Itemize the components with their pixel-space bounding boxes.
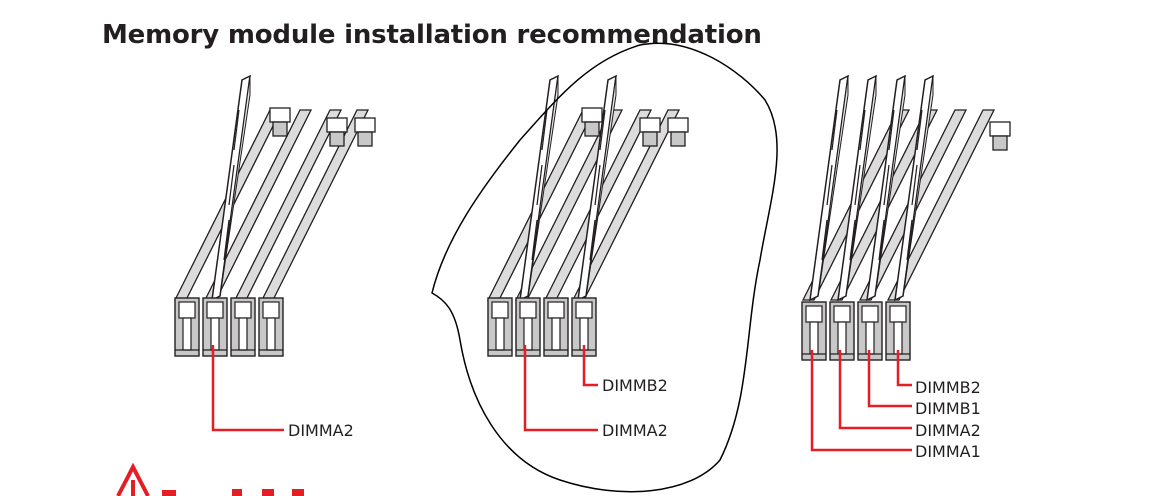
config-four-dimm: DIMMB2 DIMMB1 DIMMA2 DIMMA1	[801, 75, 1011, 461]
leader-line	[867, 350, 912, 408]
slot-label: DIMMA1	[915, 442, 981, 461]
cut-off-heading-fragment	[162, 489, 304, 496]
slot-label: DIMMA2	[915, 421, 981, 440]
page-title: Memory module installation recommendatio…	[102, 20, 762, 50]
leader-line	[896, 350, 912, 387]
leader-line	[523, 345, 598, 432]
config-two-dimm: DIMMB2 DIMMA2	[487, 75, 689, 440]
slot-label: DIMMB2	[602, 376, 668, 395]
slot-label: DIMMA2	[288, 421, 354, 440]
leader-line	[810, 350, 912, 452]
warning-icon	[116, 462, 150, 496]
leader-line	[838, 350, 912, 430]
slot-label: DIMMA2	[602, 421, 668, 440]
slot-label: DIMMB1	[915, 399, 981, 418]
config-one-dimm: DIMMA2	[174, 75, 376, 440]
leader-line	[211, 345, 284, 432]
hand-drawn-outline	[431, 42, 778, 493]
slot-label: DIMMB2	[915, 378, 981, 397]
leader-line	[582, 345, 598, 387]
